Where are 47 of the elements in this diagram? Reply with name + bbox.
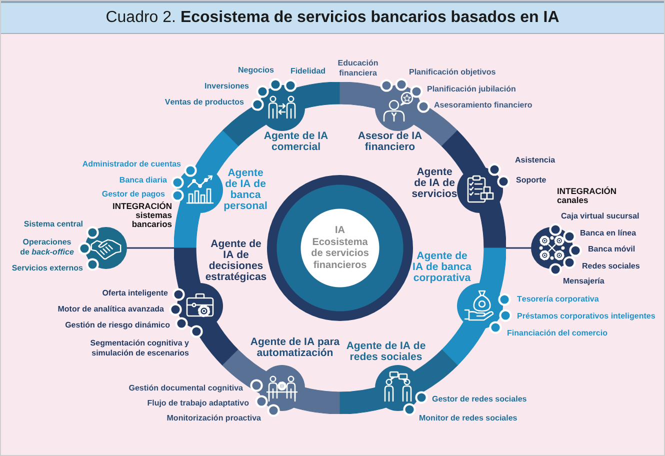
agent-title: Agente de IA para automatización [250,337,340,359]
item-label: Gestión documental cognitiva [128,383,243,393]
item-label: Flujo de trabajo adaptativo [147,398,249,408]
item-label: Asistencia [515,155,556,165]
item-label: Gestión de riesgo dinámico [65,320,170,330]
item-label: Segmentación cognitiva y simulación de escenarios [89,338,189,358]
integration-title: INTEGRACIÓN sistemas bancarios [112,202,172,229]
item-label: Negocios [238,65,274,75]
item-label: Banca en línea [580,228,636,238]
item-label: Administrador de cuentas [82,159,181,169]
item-label: Monitor de redes sociales [419,413,518,423]
item-label: Asesoramiento financiero [434,100,532,110]
item-label: Banca diaria [119,175,167,185]
item-label: Monitorización proactiva [166,413,261,423]
item-label: Caja virtual sucursal [561,211,640,221]
agent-title: Agente de IA de servicios [411,167,458,200]
item-label: Ventas de productos [164,97,244,107]
item-label: Operaciones de back-office [19,238,75,256]
item-label: Soporte [516,175,546,185]
agent-title: Asesor de IA financiero [357,131,423,153]
item-label: Gestor de pagos [102,189,165,199]
agent-title: Agente de IA comercial [263,131,329,153]
item-label: Financiación del comercio [507,328,608,338]
agent-title: Agente de IA de redes sociales [346,341,426,363]
item-label: Fidelidad [290,66,326,76]
item-label: Servicios externos [12,263,83,273]
item-label: Banca móvil [588,244,636,254]
item-label: Planificación jubilación [427,84,516,94]
item-label: Inversiones [204,81,249,91]
item-label: Redes sociales [582,261,640,271]
hub-label: IA Ecosistema de servicios financieros [310,225,370,271]
agent-title: Agente de IA de decisiones estratégicas [205,239,267,283]
item-label: Educación financiera [336,58,380,78]
item-label: Préstamos corporativos inteligentes [517,311,656,321]
connector-line [506,247,531,249]
integration-title: INTEGRACIÓN canales [557,187,618,205]
item-label: Planificación objetivos [409,67,496,77]
connector-line [127,247,174,249]
item-label: Oferta inteligente [102,288,168,298]
item-label: Motor de analítica avanzada [58,304,164,314]
agent-title: Agente de IA de banca personal [222,168,268,212]
item-label: Tesorería corporativa [517,294,599,304]
item-label: Sistema central [24,219,83,229]
item-label: Gestor de redes sociales [432,394,527,404]
agent-title: Agente de IA de banca corporativa [412,251,472,284]
title-text: Cuadro 2. Ecosistema de servicios bancarios basados en IA [106,9,560,27]
item-label: Mensajería [563,276,604,286]
